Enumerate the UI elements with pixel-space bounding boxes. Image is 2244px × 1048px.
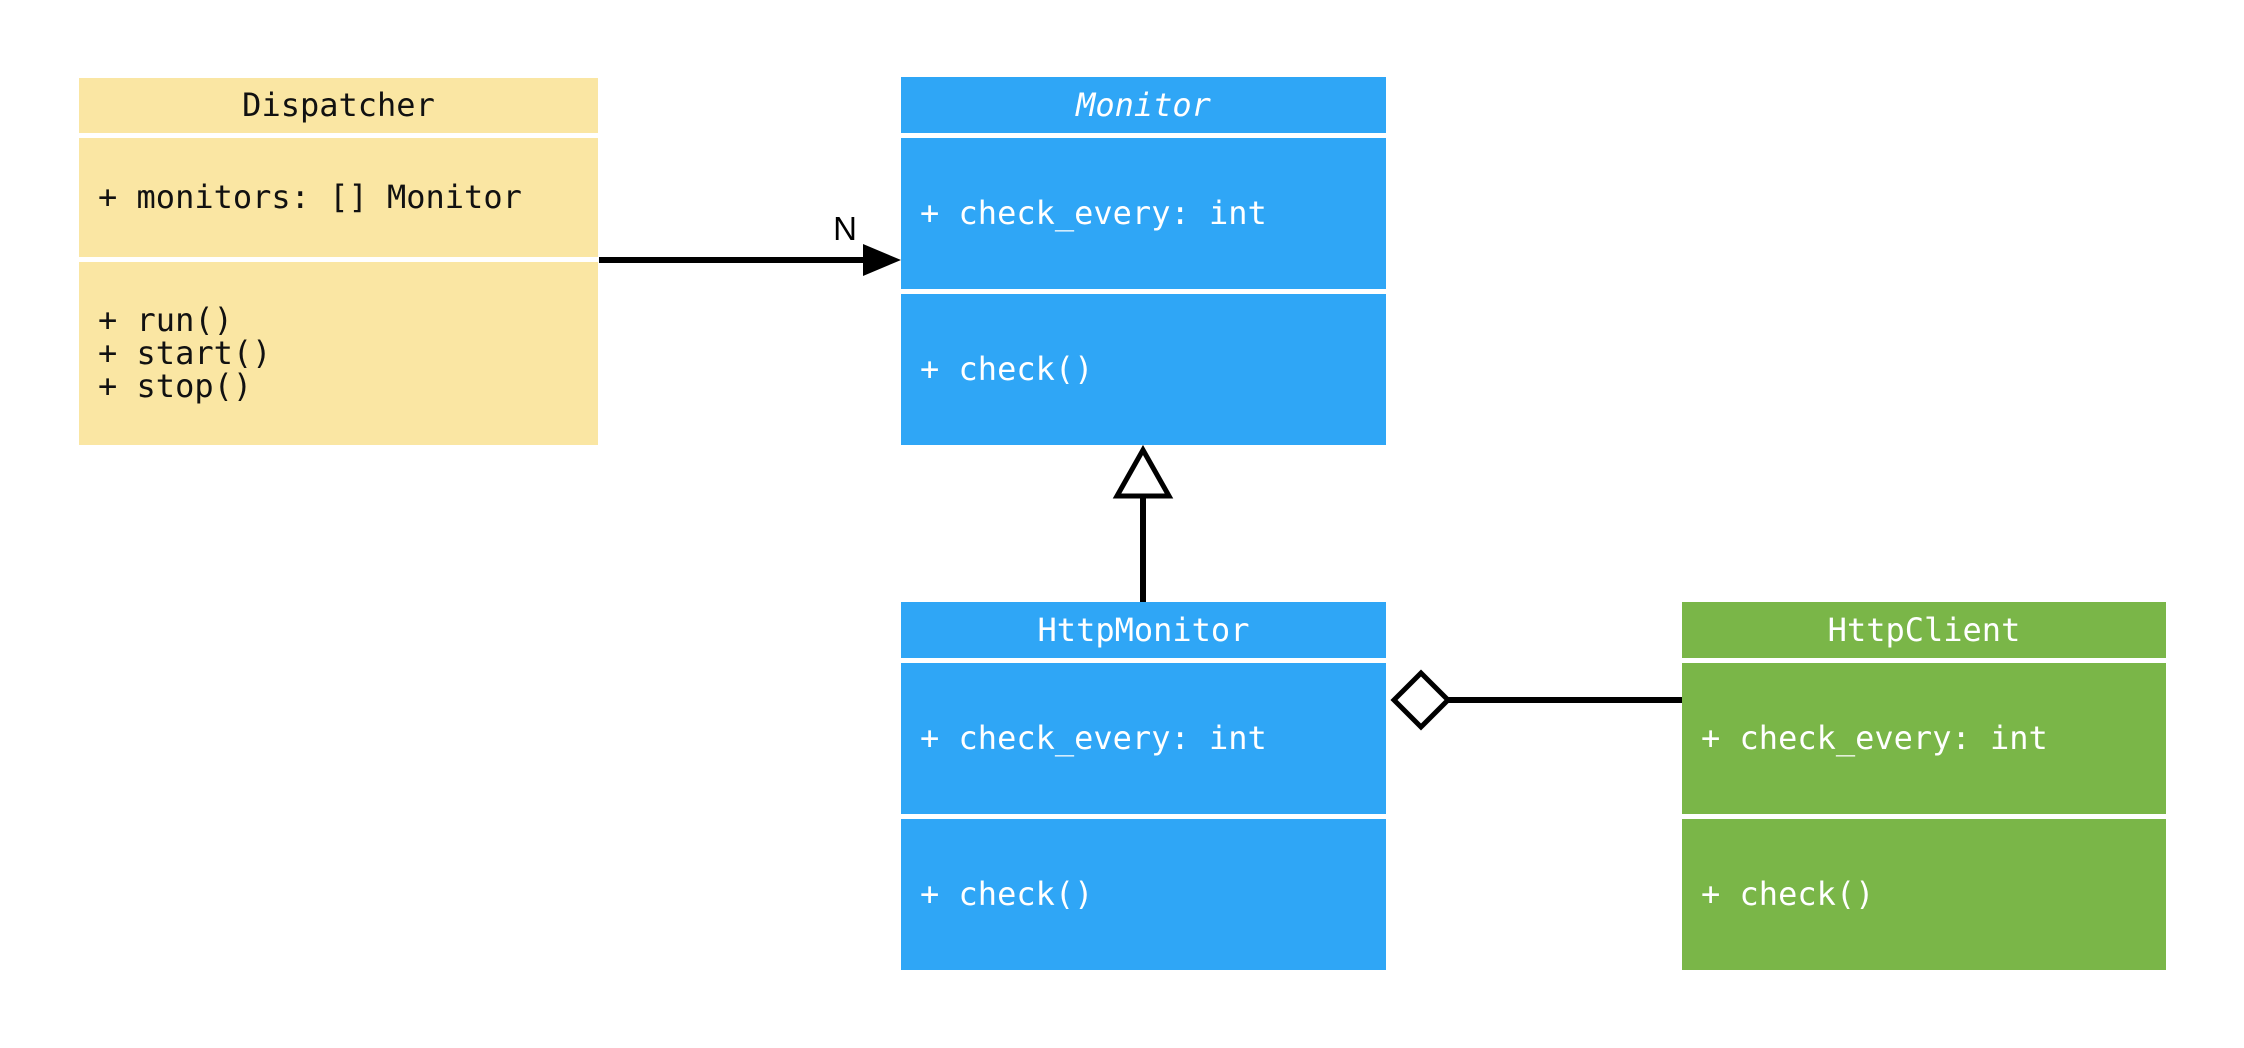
class-title-dispatcher: Dispatcher [79,78,598,133]
class-method: + check() [1701,875,1875,913]
aggregation-httpmonitor-httpclient [1390,669,1682,731]
class-attributes-dispatcher: + monitors: [] Monitor [79,138,598,257]
class-method: + stop() [98,367,253,405]
class-title-httpmonitor: HttpMonitor [901,602,1386,658]
class-title-monitor: Monitor [901,77,1386,133]
class-box-httpmonitor: HttpMonitor + check_every: int + check() [901,602,1386,970]
class-attribute: + check_every: int [920,194,1267,232]
aggregation-diamond-icon [1390,669,1452,731]
class-box-monitor: Monitor + check_every: int + check() [901,77,1386,445]
class-attributes-monitor: + check_every: int [901,138,1386,289]
class-attributes-httpclient: + check_every: int [1682,663,2166,814]
class-method: + start() [98,334,272,372]
class-attributes-httpmonitor: + check_every: int [901,663,1386,814]
class-box-httpclient: HttpClient + check_every: int + check() [1682,602,2166,970]
class-methods-monitor: + check() [901,294,1386,445]
class-attribute: + check_every: int [920,719,1267,757]
class-methods-dispatcher: + run() + start() + stop() [79,262,598,445]
class-method: + check() [920,875,1094,913]
association-arrowhead-icon [863,244,901,276]
class-attribute: + monitors: [] Monitor [98,178,522,216]
class-box-dispatcher: Dispatcher + monitors: [] Monitor + run(… [79,78,598,445]
class-method: + run() [98,301,233,339]
class-methods-httpclient: + check() [1682,819,2166,970]
class-methods-httpmonitor: + check() [901,819,1386,970]
class-attribute: + check_every: int [1701,719,2048,757]
class-title-httpclient: HttpClient [1682,602,2166,658]
inheritance-triangle-icon [1112,444,1174,499]
inheritance-httpmonitor-monitor [1112,444,1174,602]
multiplicity-label: N [833,210,857,247]
class-method: + check() [920,350,1094,388]
association-dispatcher-monitor [599,244,901,276]
